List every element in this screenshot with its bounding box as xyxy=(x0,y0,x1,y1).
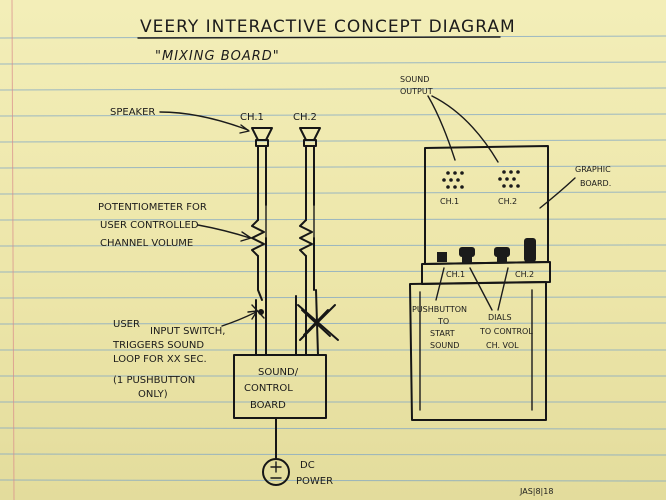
dc-power-icon xyxy=(262,458,290,486)
pot-label-line1: POTENTIOMETER FOR xyxy=(98,202,207,213)
pot-label-line3: CHANNEL VOLUME xyxy=(100,238,193,249)
ch1-label: CH.1 xyxy=(240,112,264,123)
power-label-line1: DC xyxy=(300,460,315,471)
pushbutton-label-line2: TO xyxy=(437,317,449,326)
margin-line xyxy=(11,0,15,500)
pushbutton-arrow xyxy=(435,267,445,301)
switch-label-line3: TRIGGERS SOUND xyxy=(112,340,204,351)
sound-output-label-line2: OUTPUT xyxy=(400,87,433,96)
dial-ch2-side-icon xyxy=(524,238,536,262)
title-underline xyxy=(137,36,501,39)
pot-arrow xyxy=(197,224,251,239)
dials-label-line2: TO CONTROL xyxy=(479,327,533,336)
graphic-board-label-line1: GRAPHIC xyxy=(575,165,611,174)
switch-arrow xyxy=(221,311,257,327)
board-label-line3: BOARD xyxy=(250,400,286,411)
switch-label-line2: INPUT SWITCH, xyxy=(150,326,225,337)
pot-label-line2: USER CONTROLLED xyxy=(100,220,199,231)
sound-output-label-line1: SOUND xyxy=(400,75,429,84)
speaker-ch1-icon xyxy=(251,127,273,147)
board-label-line2: CONTROL xyxy=(244,383,293,394)
switch-label-line4: LOOP FOR XX SEC. xyxy=(113,354,207,365)
dials-arrow-ch1 xyxy=(469,267,493,311)
switch-label-line1: USER xyxy=(113,319,140,330)
sound-output-arrow-ch1 xyxy=(427,95,456,161)
switch-label-line5: (1 PUSHBUTTON xyxy=(113,375,195,386)
diagram-subtitle: "MIXING BOARD" xyxy=(155,49,280,64)
ch2-label: CH.2 xyxy=(293,112,317,123)
speaker-ch2-icon xyxy=(299,127,321,147)
pushbutton-label-line1: PUSHBUTTON xyxy=(412,305,467,314)
graphic-board-arrow xyxy=(539,177,576,209)
strip-ch1-label: CH.1 xyxy=(446,270,465,279)
speaker-grill-ch2-icon xyxy=(498,170,520,188)
power-label-line2: POWER xyxy=(296,476,333,487)
dials-arrow-ch2 xyxy=(497,267,509,311)
pushbutton-switch-ch2-crossed-icon xyxy=(295,289,339,356)
potentiometer-ch2-icon xyxy=(299,219,313,257)
sound-control-board xyxy=(233,354,327,419)
strip-ch2-label: CH.2 xyxy=(515,270,534,279)
panel-ch1-label: CH.1 xyxy=(440,197,459,206)
board-label-line1: SOUND/ xyxy=(258,367,299,378)
pushbutton-icon xyxy=(437,252,447,262)
sound-output-arrow-ch2 xyxy=(431,95,499,163)
pushbutton-switch-ch1-icon xyxy=(251,289,267,356)
cabinet-base xyxy=(409,281,547,421)
switch-label-line6: ONLY) xyxy=(138,389,168,400)
dials-label-line3: CH. VOL xyxy=(486,341,519,350)
pushbutton-label-line4: SOUND xyxy=(430,341,459,350)
graphic-board-label-line2: BOARD. xyxy=(580,179,611,188)
speaker-grill-ch1-icon xyxy=(442,171,464,189)
panel-ch2-label: CH.2 xyxy=(498,197,517,206)
ruled-lines xyxy=(0,35,666,482)
speaker-label: SPEAKER xyxy=(110,107,155,118)
dial-ch2-icon xyxy=(494,247,510,263)
control-strip xyxy=(421,261,551,285)
speaker-arrow xyxy=(159,111,249,131)
dial-ch1-icon xyxy=(459,247,475,263)
dials-label-line1: DIALS xyxy=(488,313,512,322)
pushbutton-label-line3: START xyxy=(430,329,455,338)
signature: JAS|8|18 xyxy=(519,487,553,496)
potentiometer-ch1-icon xyxy=(251,219,265,257)
diagram-title: VEERY INTERACTIVE CONCEPT DIAGRAM xyxy=(140,17,516,37)
